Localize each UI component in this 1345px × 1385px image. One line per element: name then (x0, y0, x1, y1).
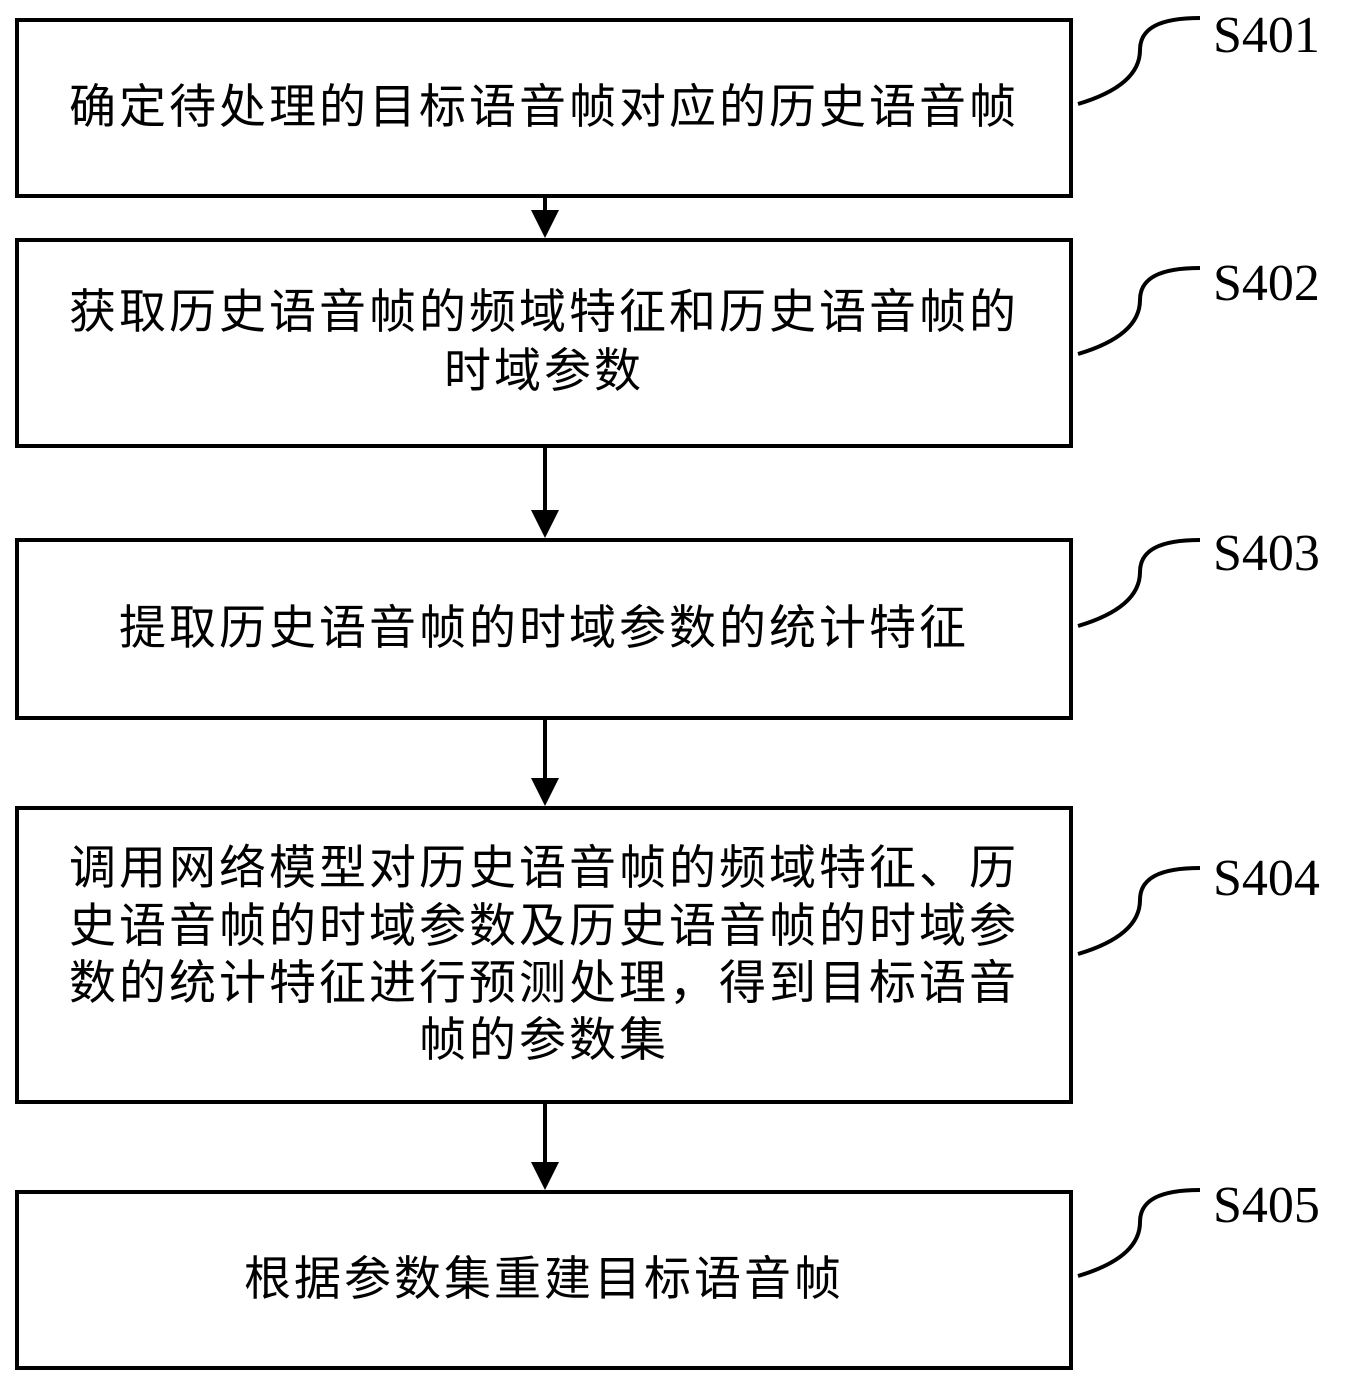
arrow-s403-s404 (531, 720, 559, 806)
step-box-s405: 根据参数集重建目标语音帧 (15, 1190, 1073, 1370)
step-box-s403: 提取历史语音帧的时域参数的统计特征 (15, 538, 1073, 720)
arrow-s402-s403 (531, 448, 559, 538)
step-box-s402: 获取历史语音帧的频域特征和历史语音帧的时域参数 (15, 238, 1073, 448)
step-text-s401: 确定待处理的目标语音帧对应的历史语音帧 (69, 79, 1019, 135)
step-text-s402: 获取历史语音帧的频域特征和历史语音帧的时域参数 (69, 285, 1019, 399)
step-box-s401: 确定待处理的目标语音帧对应的历史语音帧 (15, 18, 1073, 198)
leader-s405 (1077, 1188, 1201, 1278)
leader-s401 (1077, 16, 1201, 106)
step-text-s403: 提取历史语音帧的时域参数的统计特征 (119, 600, 969, 656)
step-label-s404: S404 (1213, 850, 1320, 907)
leader-s402 (1077, 266, 1201, 356)
step-label-s402: S402 (1213, 255, 1320, 312)
arrow-s404-s405 (531, 1104, 559, 1190)
step-label-s405: S405 (1213, 1177, 1320, 1234)
arrow-s401-s402 (531, 198, 559, 238)
step-box-s404: 调用网络模型对历史语音帧的频域特征、历史语音帧的时域参数及历史语音帧的时域参数的… (15, 806, 1073, 1104)
step-text-s404: 调用网络模型对历史语音帧的频域特征、历史语音帧的时域参数及历史语音帧的时域参数的… (69, 841, 1019, 1069)
leader-s404 (1077, 866, 1201, 956)
leader-s403 (1077, 538, 1201, 628)
step-label-s403: S403 (1213, 525, 1320, 582)
step-label-s401: S401 (1213, 7, 1320, 64)
step-text-s405: 根据参数集重建目标语音帧 (244, 1251, 844, 1307)
